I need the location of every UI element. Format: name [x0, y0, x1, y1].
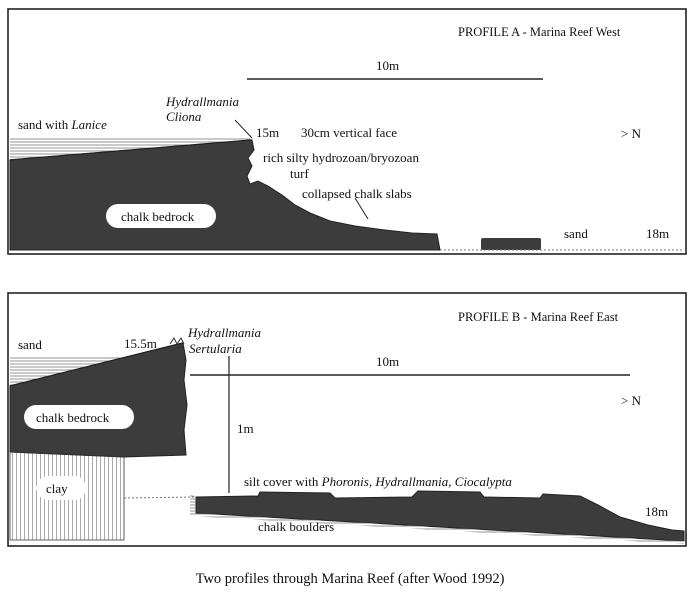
profile-b-depth-bottom: 18m [645, 504, 668, 519]
profile-a-sand-label: sand with Lanice [18, 117, 107, 132]
profile-a-vertical-face: 30cm vertical face [301, 125, 397, 140]
profile-b-panel: PROFILE B - Marina Reef East Hydrallmani… [7, 292, 687, 547]
profile-b-frame [7, 292, 687, 547]
profile-a-slabs-leader [354, 197, 369, 220]
profile-a-taxa-1: Hydrallmania [165, 94, 239, 109]
profile-b-depth-top: 15.5m [124, 336, 157, 351]
profile-a-turf-1: rich silty hydrozoan/bryozoan [263, 150, 419, 165]
profile-a-turf-2: turf [290, 166, 309, 181]
profile-b-vertical-scale-label: 1m [237, 421, 254, 436]
profile-b-north-arrow: > N [621, 393, 642, 408]
profile-b-clay-pill [36, 476, 86, 500]
profile-a-taxa-2: Cliona [166, 109, 202, 124]
profile-a-bedrock-label: chalk bedrock [121, 209, 195, 224]
profile-a-depth-bottom: 18m [646, 226, 669, 241]
profile-a-frame [7, 8, 687, 255]
profile-b-taxa-1: Hydrallmania [187, 325, 261, 340]
profile-b-bedrock-label: chalk bedrock [36, 410, 110, 425]
profile-a-panel: PROFILE A - Marina Reef West 10m Hydrall… [7, 8, 687, 255]
figure-caption: Two profiles through Marina Reef (after … [196, 571, 505, 587]
profile-a-scale-label: 10m [376, 58, 399, 73]
profile-b-boulders-label: chalk boulders [258, 519, 334, 534]
profile-a-slabs-label: collapsed chalk slabs [302, 186, 412, 201]
profile-b-boulders [195, 490, 685, 542]
profile-a-sand-right: sand [564, 226, 588, 241]
profile-a-title: PROFILE A - Marina Reef West [458, 25, 621, 39]
profile-a-taxa-leader [234, 119, 253, 139]
profile-a-depth-top: 15m [256, 125, 279, 140]
profile-a-sand-layer [10, 137, 250, 160]
profile-a-north-arrow: > N [621, 126, 642, 141]
profile-b-title: PROFILE B - Marina Reef East [458, 310, 619, 324]
profile-b-bedrock-pill [24, 405, 134, 429]
profile-b-scale-label: 10m [376, 354, 399, 369]
profile-b-silt-cover [190, 494, 684, 544]
profile-b-silt-label: silt cover with Phoronis, Hydrallmania, … [244, 474, 512, 489]
profile-a-offshore-slab [481, 238, 541, 250]
profile-b-sand-label: sand [18, 337, 42, 352]
profile-b-taxa-2: Sertularia [189, 341, 242, 356]
profile-b-hydroid-symbol [169, 337, 185, 351]
profile-b-floor-line [123, 496, 197, 499]
profile-b-clay-label: clay [46, 481, 68, 496]
profile-a-bedrock-pill [106, 204, 216, 228]
